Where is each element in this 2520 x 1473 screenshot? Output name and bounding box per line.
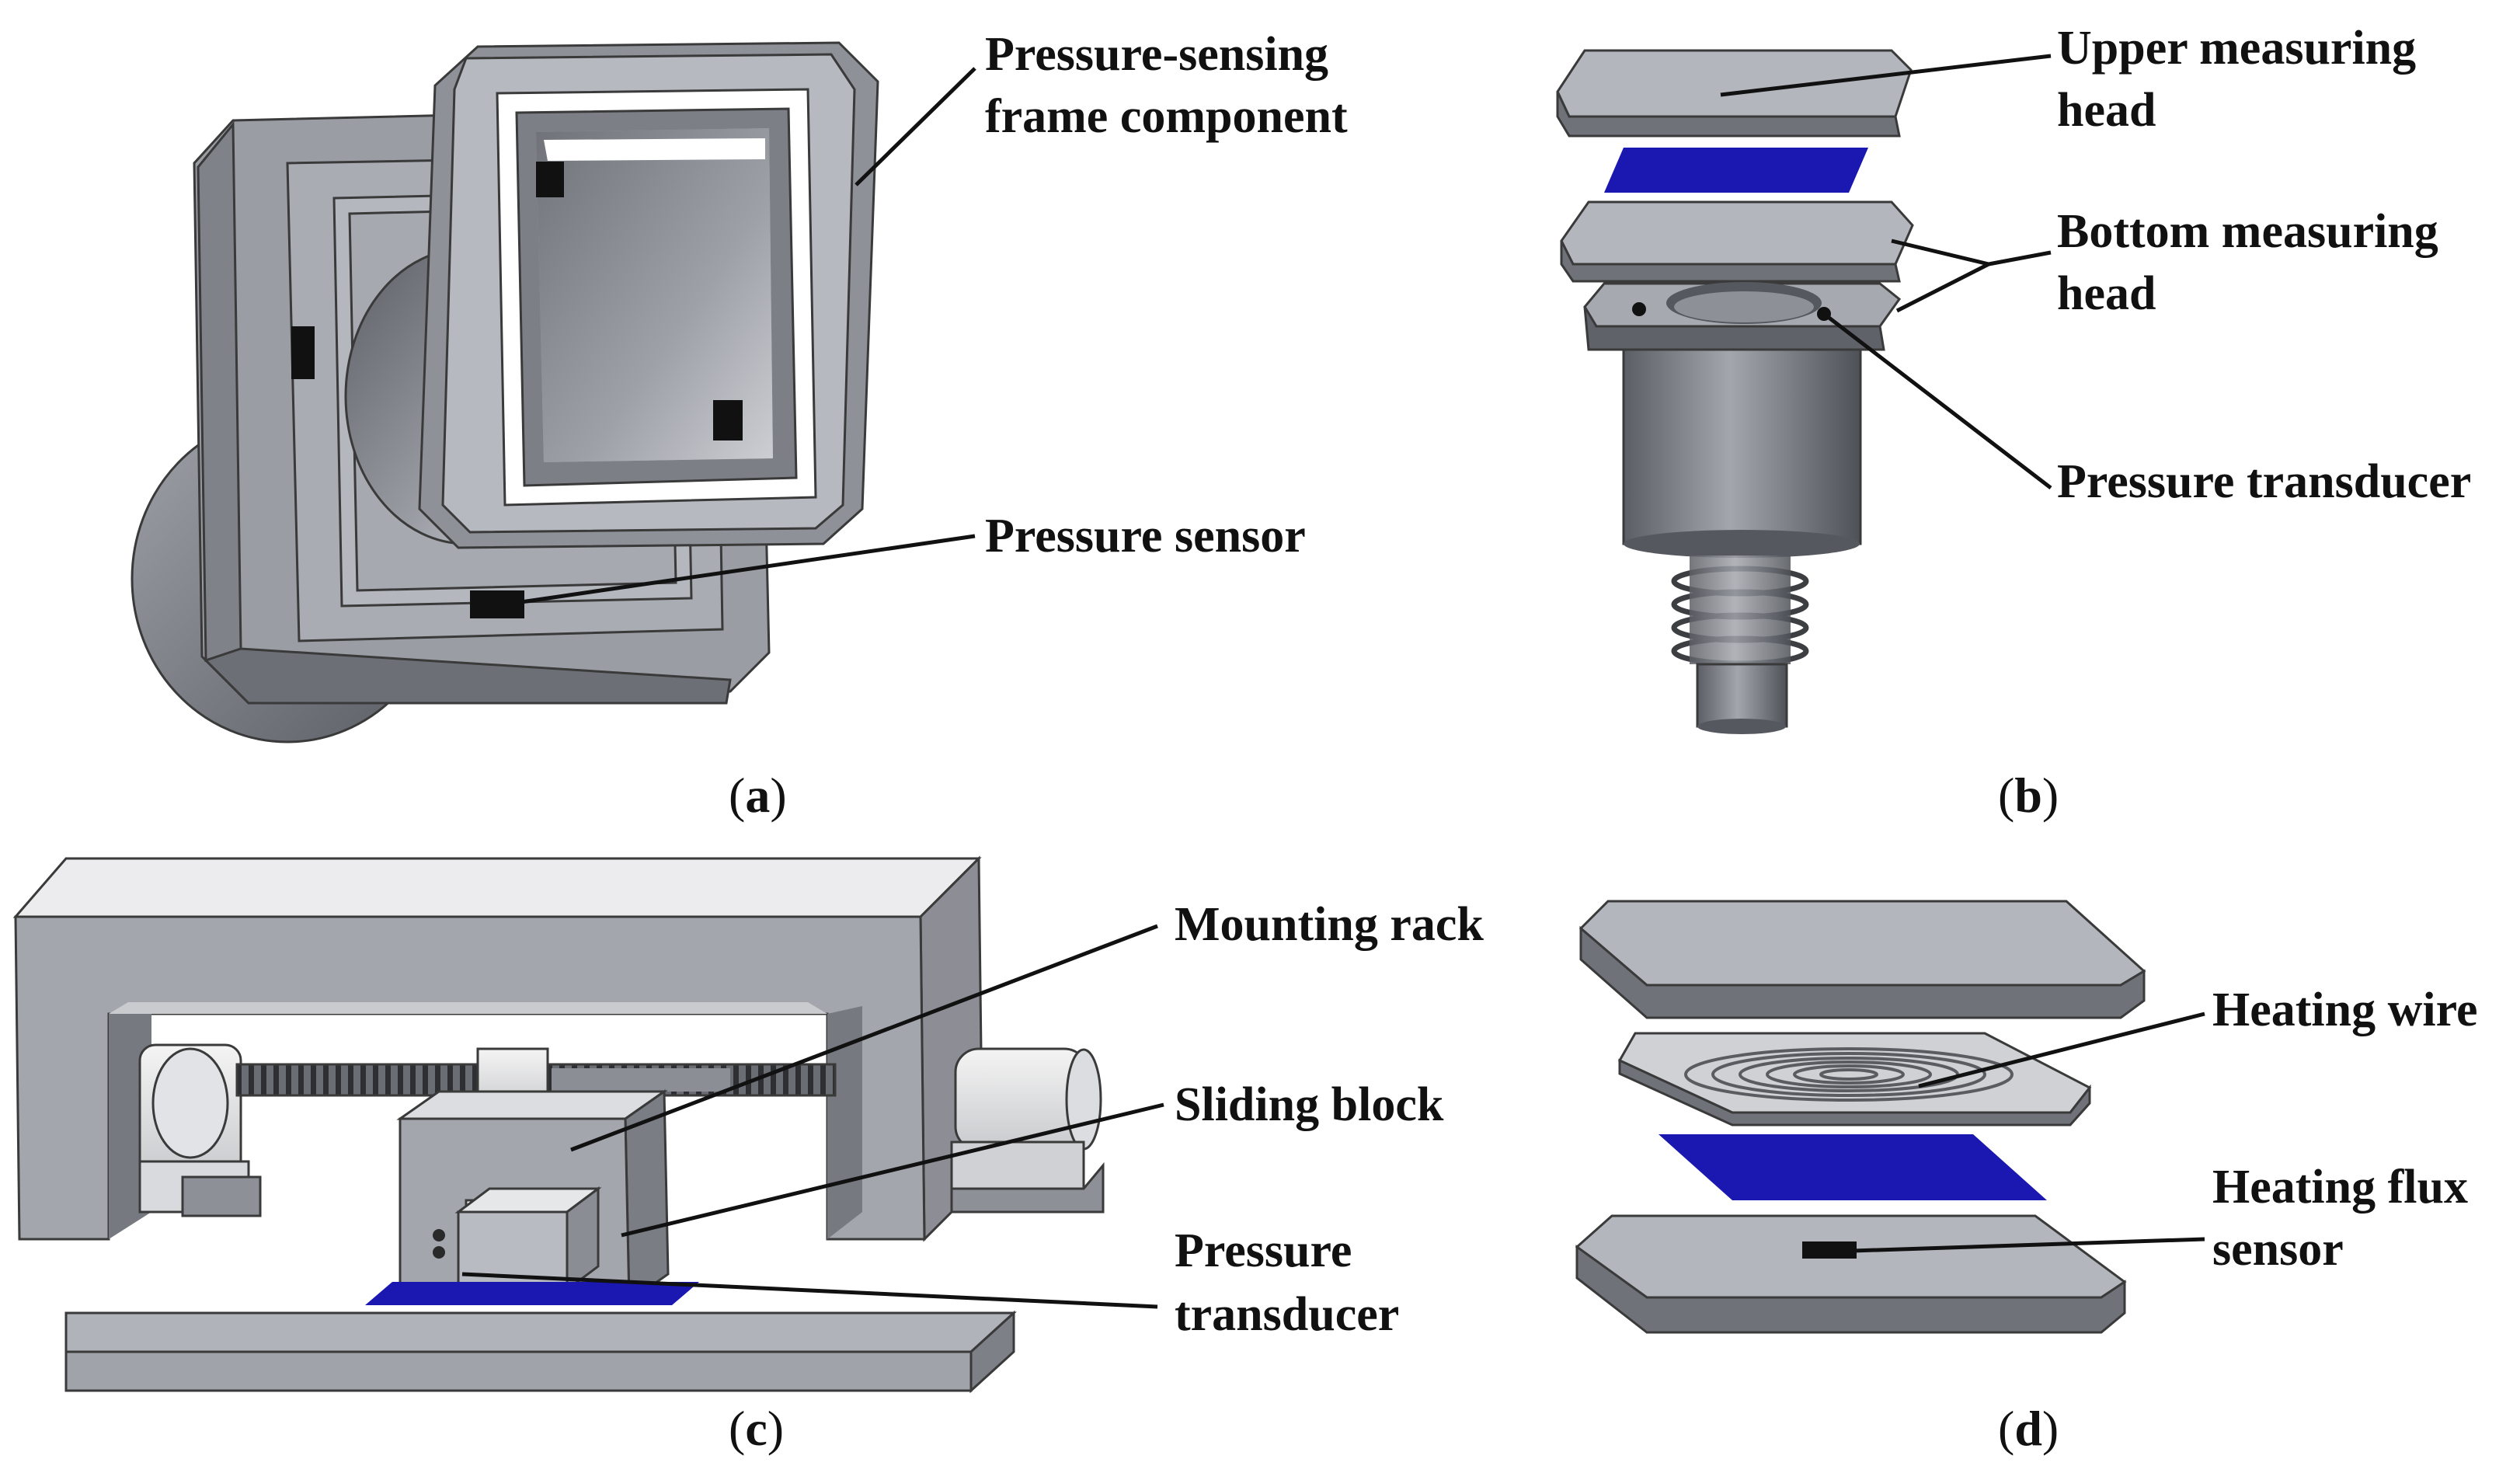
label-sliding-block: Sliding block — [1175, 1078, 1444, 1131]
label-bottom-line2: head — [2057, 267, 2156, 320]
panel-b-drawing — [1556, 49, 2052, 734]
label-trans-line2: transducer — [1175, 1288, 1399, 1341]
label-trans-line1: Pressure — [1175, 1224, 1352, 1277]
heat-flux-sensor — [1802, 1241, 1857, 1259]
caption-a: (a) — [729, 768, 787, 823]
label-mounting-rack: Mounting rack — [1175, 898, 1484, 951]
label-pressure-sensor: Pressure sensor — [985, 510, 1306, 562]
panel-d-drawing — [1575, 900, 2205, 1334]
panel-a-labels: Pressure-sensing frame component Pressur… — [729, 28, 1348, 823]
caption-b: (b) — [1998, 768, 2059, 823]
label-heating-wire: Heating wire — [2212, 984, 2478, 1036]
label-bottom-line1: Bottom measuring — [2057, 205, 2438, 258]
label-upper-line2: head — [2057, 84, 2156, 137]
frame-sensor-top — [536, 162, 564, 197]
panel-c-drawing — [12, 855, 1164, 1394]
label-frame-line2: frame component — [985, 90, 1348, 143]
panel-d-labels: Heating wire Heating flux sensor (d) — [1998, 984, 2478, 1456]
panel-c-labels: Mounting rack Sliding block Pressure tra… — [729, 898, 1484, 1456]
frame-sensor-right — [713, 400, 743, 441]
panel-b-labels: Upper measuring head Bottom measuring he… — [1998, 22, 2471, 823]
label-flux-line2: sensor — [2212, 1223, 2344, 1276]
label-frame-line1: Pressure-sensing — [985, 28, 1328, 81]
label-pressure-transducer-b: Pressure transducer — [2057, 455, 2471, 508]
panel-a-drawing — [131, 41, 976, 743]
base-sensor-left — [291, 326, 315, 379]
label-flux-line1: Heating flux — [2212, 1161, 2468, 1214]
label-upper-line1: Upper measuring — [2057, 22, 2416, 75]
caption-d: (d) — [1998, 1401, 2059, 1456]
caption-c: (c) — [729, 1401, 784, 1456]
